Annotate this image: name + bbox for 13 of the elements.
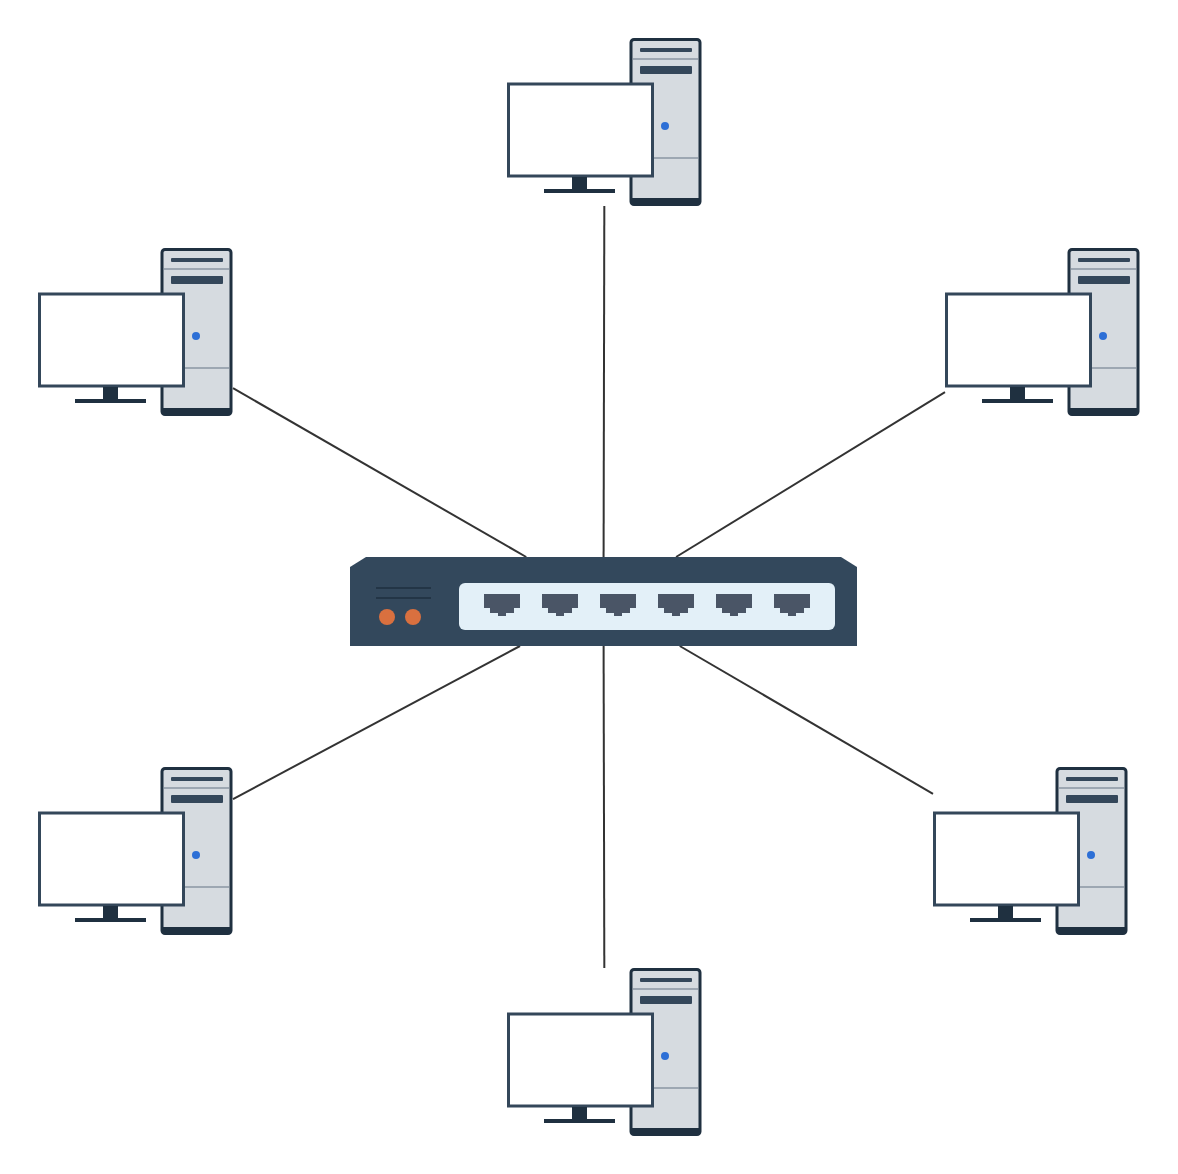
connector-line: [675, 391, 946, 558]
connector-line: [232, 645, 522, 800]
computer-drawing: [945, 248, 1141, 416]
connector-line: [232, 387, 528, 558]
computer-drawing: [38, 767, 233, 935]
connector-line: [602, 645, 606, 969]
connector-line: [678, 645, 934, 795]
connector-line: [602, 205, 606, 558]
computer-drawing: [38, 248, 233, 416]
network-switch-drawing: [350, 557, 857, 646]
computer-drawing: [933, 767, 1129, 935]
computer-drawing: [507, 968, 702, 1137]
computer-drawing: [507, 38, 702, 206]
